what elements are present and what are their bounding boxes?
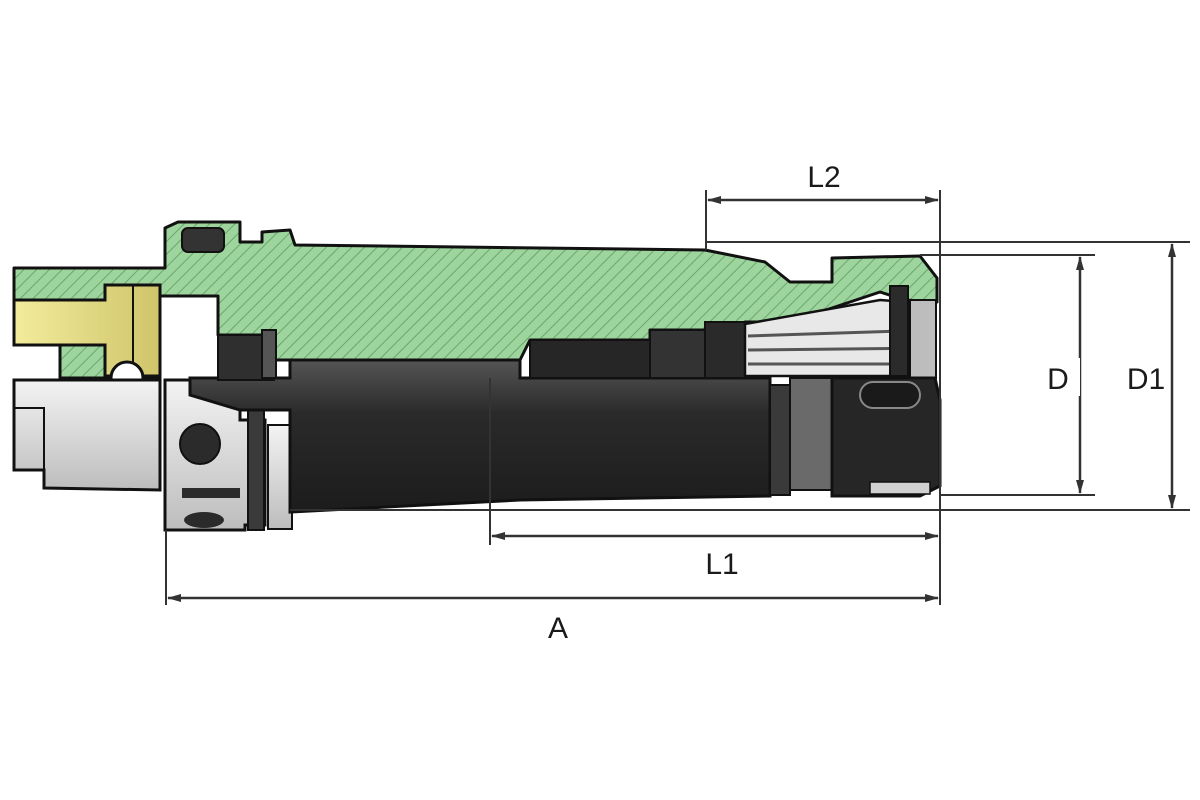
label-l2: L2 — [807, 161, 840, 194]
label-d: D — [1047, 363, 1069, 396]
taper-shank-lower — [12, 378, 162, 492]
collet — [743, 285, 937, 379]
clamping-nut — [830, 376, 942, 498]
dimension-labels: L2 L1 A D D1 — [548, 155, 1170, 645]
extension-lines — [165, 190, 1190, 605]
label-d1: D1 — [1127, 363, 1165, 396]
label-l1: L1 — [705, 548, 738, 581]
label-a: A — [548, 612, 568, 645]
extension-shank — [188, 321, 833, 514]
